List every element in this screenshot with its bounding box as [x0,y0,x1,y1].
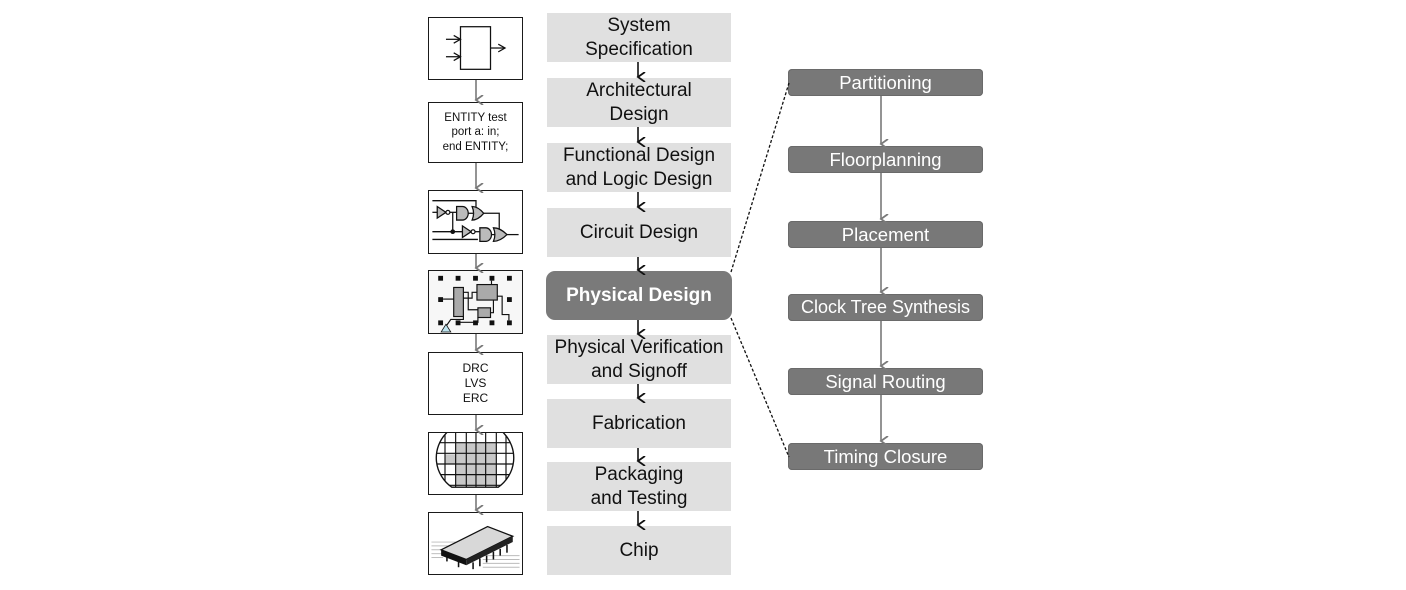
step-label: Packaging [594,463,684,485]
substep-partitioning[interactable]: Partitioning [788,69,983,96]
substep-placement[interactable]: Placement [788,221,983,248]
verification-line: DRC [462,361,489,375]
layout-floorplan-icon [438,275,512,333]
step-packaging-testing[interactable]: Packaging and Testing [547,462,731,511]
logic-gates-icon [432,200,519,243]
verification-box: DRC LVS ERC [428,352,523,415]
substep-floorplanning[interactable]: Floorplanning [788,146,983,173]
step-physical-design[interactable]: Physical Design [546,271,732,320]
wafer-icon [435,433,515,488]
hdl-line: end ENTITY; [442,140,509,153]
hdl-line: ENTITY test [444,111,507,124]
layout-icon-box [428,270,523,334]
step-physical-verification-signoff[interactable]: Physical Verification and Signoff [547,335,731,384]
step-system-specification[interactable]: System Specification [547,13,731,62]
step-architectural-design[interactable]: Architectural Design [547,78,731,127]
step-circuit-design[interactable]: Circuit Design [547,208,731,257]
verification-line: LVS [464,376,487,390]
step-label: Functional Design [562,144,716,166]
hdl-code-box: ENTITY test port a: in; end ENTITY; [428,102,523,163]
wafer-icon-box [428,432,523,495]
verification-line: ERC [462,391,489,405]
step-label: Fabrication [592,412,686,434]
substep-timing-closure[interactable]: Timing Closure [788,443,983,470]
dotted-line-bottom [730,317,790,458]
step-label: and Testing [590,487,688,509]
step-label: Circuit Design [579,221,699,243]
step-label: Specification [585,38,693,60]
step-label: and Signoff [591,360,687,382]
step-fabrication[interactable]: Fabrication [547,399,731,448]
step-chip[interactable]: Chip [547,526,731,575]
step-label: Chip [619,539,659,561]
expansion-dotted-lines [730,82,790,458]
dotted-line-top [730,82,790,273]
hdl-line: port a: in; [451,126,500,139]
step-label: Architectural [586,79,692,101]
logic-gates-icon-box [428,190,523,254]
substep-signal-routing[interactable]: Signal Routing [788,368,983,395]
step-label: System [607,14,671,36]
block-diagram-icon-box [428,17,523,80]
chip-icon-box [428,512,523,575]
step-label: Physical Design [566,284,712,306]
substep-clock-tree-synthesis[interactable]: Clock Tree Synthesis [788,294,983,321]
step-label: and Logic Design [565,168,713,190]
step-label: Design [609,103,669,125]
block-diagram-icon [445,26,507,70]
step-functional-logic-design[interactable]: Functional Design and Logic Design [547,143,731,192]
chip-package-icon [431,525,520,570]
step-label: Physical Verification [554,336,724,358]
